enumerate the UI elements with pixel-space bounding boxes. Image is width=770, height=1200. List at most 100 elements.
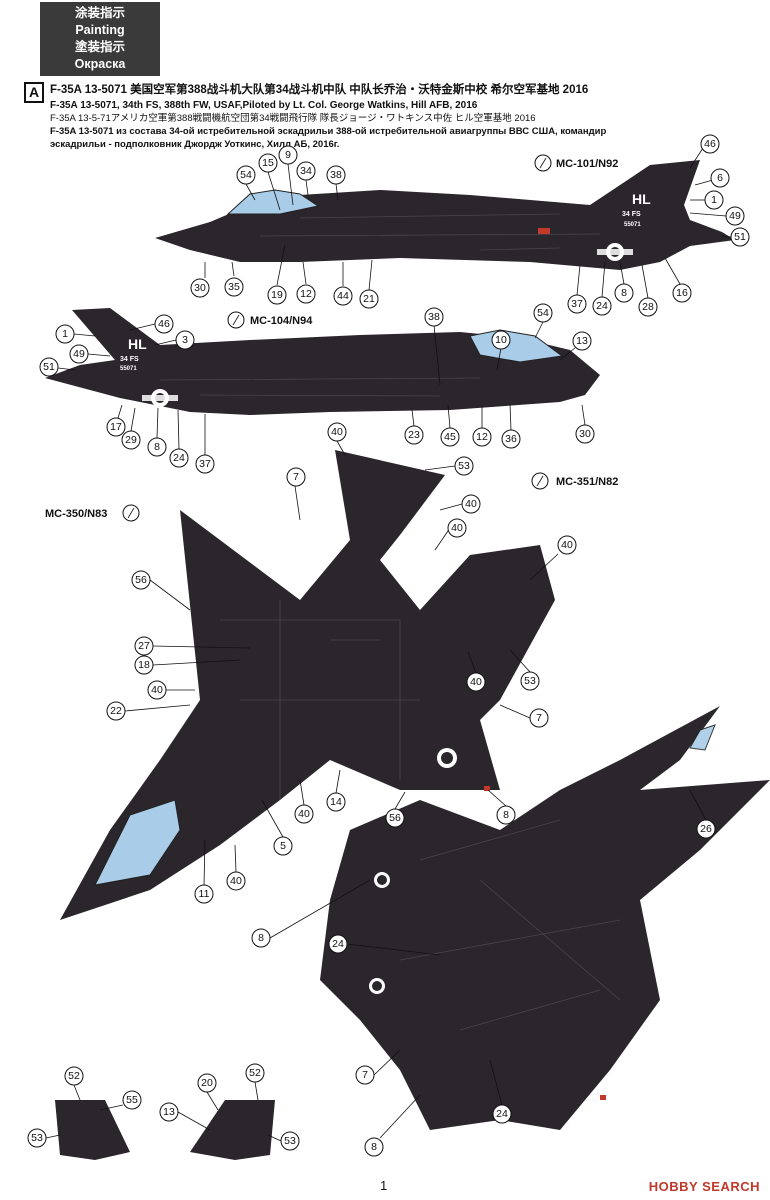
callout-13-tail: 13 — [159, 1102, 211, 1131]
svg-text:40: 40 — [451, 522, 463, 534]
svg-text:18: 18 — [138, 659, 150, 671]
svg-text:40: 40 — [331, 426, 343, 438]
aircraft-bottom-view — [60, 450, 555, 920]
callout-24-top: 24 — [592, 261, 612, 316]
red-wingtip-marking — [600, 1095, 606, 1100]
callout-51-left: 51 — [39, 357, 76, 377]
paint-code-mc104: MC-104/N94 — [227, 311, 313, 329]
callout-26: 26 — [689, 789, 716, 839]
paint-code-mc351: MC-351/N82 — [531, 472, 618, 490]
svg-text:8: 8 — [371, 1141, 377, 1153]
header-title-en: Painting — [75, 23, 125, 37]
callout-8-left: 8 — [147, 407, 167, 457]
paint-code-mc101: MC-101/N92 — [534, 154, 618, 172]
callout-44: 44 — [333, 262, 353, 306]
svg-text:9: 9 — [285, 149, 291, 161]
callout-53-b: 53 — [509, 649, 540, 691]
callout-40-b: 40 — [439, 494, 481, 514]
svg-text:10: 10 — [495, 334, 507, 346]
svg-text:24: 24 — [496, 1108, 508, 1120]
callout-29: 29 — [121, 407, 141, 450]
caption-russian-line2: эскадрильи - подполковник Джордж Уоткинс… — [50, 139, 340, 150]
callout-7-a: 7 — [286, 467, 306, 521]
svg-text:56: 56 — [135, 574, 147, 586]
callout-56-a: 56 — [131, 570, 191, 611]
svg-text:52: 52 — [68, 1070, 80, 1082]
callout-14: 14 — [326, 769, 346, 812]
svg-text:17: 17 — [110, 421, 122, 433]
callout-40-e: 40 — [466, 651, 486, 692]
callout-34: 34 — [296, 161, 316, 196]
callout-54-left: 54 — [533, 303, 553, 339]
callout-21: 21 — [359, 259, 379, 309]
painting-header-box: 涂装指示 Painting 塗装指示 Окраска — [40, 2, 160, 76]
svg-text:22: 22 — [110, 705, 122, 717]
svg-text:13: 13 — [576, 335, 588, 347]
callout-46-left: 46 — [129, 314, 174, 334]
callout-38: 38 — [326, 165, 346, 201]
callout-54: 54 — [236, 165, 256, 201]
callout-30-top: 30 — [190, 262, 210, 298]
svg-text:38: 38 — [428, 311, 440, 323]
callout-55: 55 — [99, 1090, 142, 1111]
callout-3: 3 — [154, 330, 195, 350]
svg-text:56: 56 — [389, 812, 401, 824]
callout-1: 1 — [690, 190, 724, 210]
svg-text:24: 24 — [332, 938, 344, 950]
callout-40-h: 40 — [226, 844, 246, 891]
svg-text:16: 16 — [676, 287, 688, 299]
callout-49: 49 — [689, 206, 745, 226]
svg-text:11: 11 — [199, 888, 210, 900]
callout-53-c: 53 — [27, 1128, 61, 1148]
roundel-bottom — [437, 748, 457, 768]
callout-12-left: 12 — [472, 405, 492, 447]
svg-text:40: 40 — [230, 875, 242, 887]
caption-russian-line1: F-35A 13-5071 из состава 34-ой истребите… — [50, 126, 607, 137]
svg-text:44: 44 — [337, 290, 349, 302]
svg-text:49: 49 — [729, 210, 741, 222]
callout-19: 19 — [267, 244, 287, 305]
svg-text:21: 21 — [363, 293, 375, 305]
callout-22: 22 — [106, 701, 191, 721]
callout-18: 18 — [134, 655, 241, 675]
svg-text:MC-350/N83: MC-350/N83 — [45, 508, 107, 520]
svg-text:MC-104/N94: MC-104/N94 — [250, 315, 313, 327]
svg-text:40: 40 — [465, 498, 477, 510]
red-strip-marking — [538, 228, 550, 234]
callout-16: 16 — [664, 257, 692, 303]
tail-fin-detail-left — [55, 1100, 130, 1160]
callout-8-topview: 8 — [251, 879, 371, 948]
svg-text:MC-101/N92: MC-101/N92 — [556, 158, 618, 170]
callout-10: 10 — [491, 330, 511, 371]
callout-7-topview: 7 — [355, 1049, 401, 1085]
callout-20: 20 — [197, 1073, 219, 1111]
svg-text:30: 30 — [194, 282, 206, 294]
svg-text:52: 52 — [249, 1067, 261, 1079]
svg-text:54: 54 — [240, 169, 252, 181]
svg-text:7: 7 — [362, 1069, 368, 1081]
svg-text:49: 49 — [73, 348, 85, 360]
callout-8-top: 8 — [614, 261, 634, 303]
header-title-ru: Окраска — [74, 57, 126, 71]
svg-text:23: 23 — [408, 429, 420, 441]
svg-text:40: 40 — [470, 676, 482, 688]
callout-35: 35 — [224, 261, 244, 297]
svg-text:20: 20 — [201, 1077, 213, 1089]
callout-37-top: 37 — [567, 264, 587, 314]
roundel-side-left — [142, 389, 178, 407]
callout-51: 51 — [721, 227, 750, 247]
callout-40-d: 40 — [529, 535, 577, 581]
svg-text:13: 13 — [163, 1106, 175, 1118]
svg-text:53: 53 — [31, 1132, 43, 1144]
svg-text:46: 46 — [704, 138, 716, 150]
svg-text:5: 5 — [280, 840, 286, 852]
svg-text:34: 34 — [300, 165, 312, 177]
tail-serial-left: 55071 — [120, 366, 137, 372]
tail-squadron-right: 34 FS — [622, 211, 641, 218]
callout-13: 13 — [559, 331, 592, 361]
svg-text:38: 38 — [330, 169, 342, 181]
callout-17: 17 — [106, 404, 126, 437]
svg-text:55: 55 — [126, 1094, 138, 1106]
svg-text:7: 7 — [536, 712, 542, 724]
paint-code-mc350: MC-350/N83 — [45, 504, 140, 522]
